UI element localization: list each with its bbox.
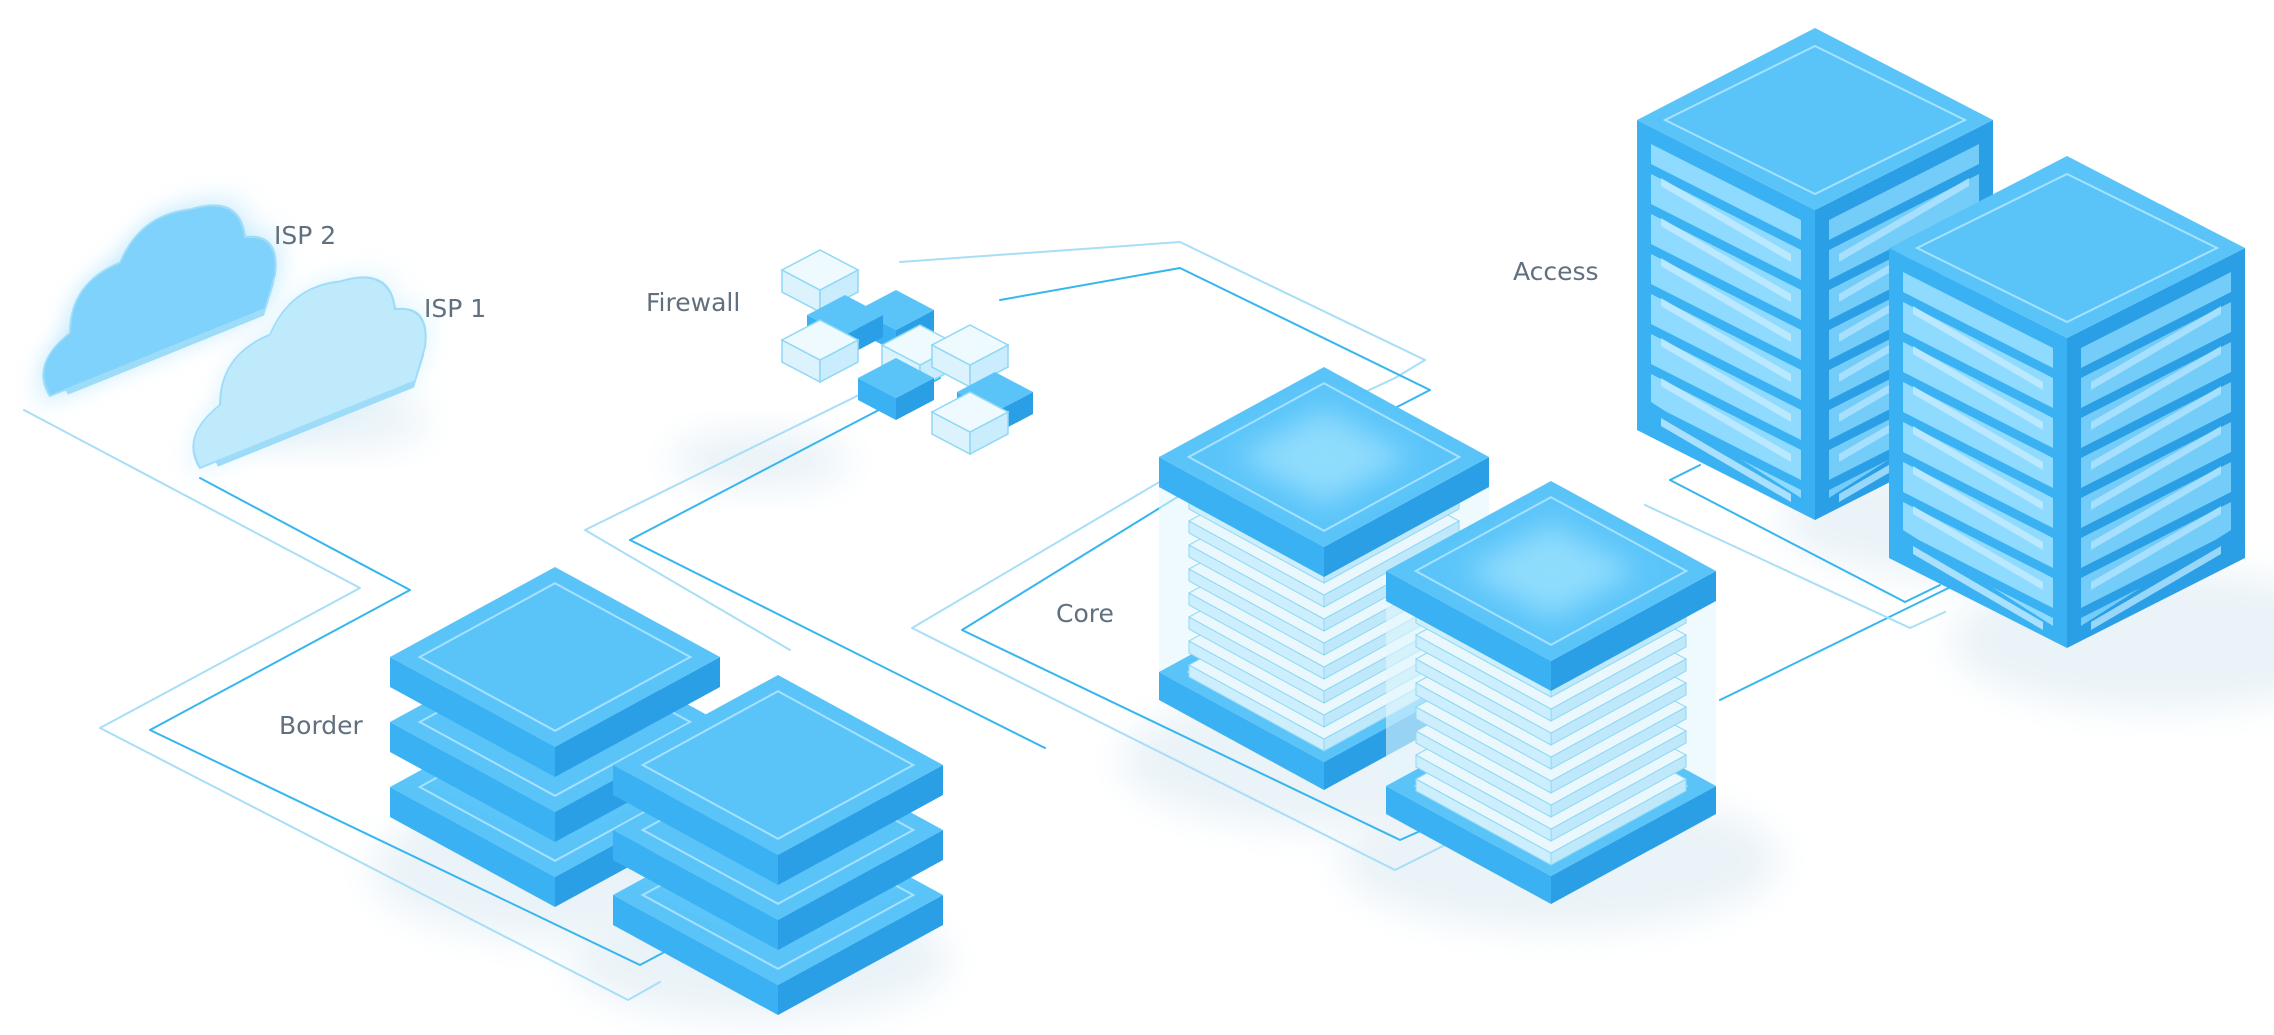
firewall-block (858, 358, 934, 420)
rack-shelf (2081, 332, 2231, 418)
rack-shelf (1651, 284, 1801, 370)
floor-shadow (670, 430, 850, 490)
rack-shelf (1829, 164, 1979, 250)
label-isp2: ISP 2 (274, 221, 337, 250)
firewall-block-ghost (930, 324, 1010, 389)
rack-shelf (2081, 452, 2231, 538)
link-border-firewall (629, 377, 1046, 749)
rack-shelf (2081, 372, 2231, 458)
firewall-device (780, 249, 1033, 456)
rack-shelf (1651, 324, 1801, 410)
link-core-loop-outer (911, 457, 1446, 871)
switch-top (1386, 481, 1716, 691)
rack-shelf (1903, 492, 2053, 578)
firewall-block-ghost (780, 319, 860, 384)
rack-shelf (1903, 532, 2053, 618)
link-border-firewall-outer (584, 359, 931, 651)
rack-shelf (1651, 164, 1801, 250)
rack-shelf (1651, 204, 1801, 290)
link-access-loop (1669, 464, 1941, 603)
isp-clouds (42, 204, 427, 470)
link-isp1-border (149, 477, 673, 966)
rack-shelf (2081, 532, 2231, 618)
rack-shelf (1903, 292, 2053, 378)
border-router-2 (613, 675, 943, 1015)
core-switch-2 (1386, 481, 1716, 904)
rack-shelf (1903, 452, 2053, 538)
access-rack-2 (1889, 156, 2245, 648)
rack-shelf (2081, 412, 2231, 498)
network-devices (390, 28, 2245, 1015)
rack-shelf (1651, 364, 1801, 450)
link-isp2-border (23, 409, 661, 1001)
isp1-cloud (192, 276, 427, 470)
label-access: Access (1513, 257, 1599, 286)
rack-shelf (2081, 492, 2231, 578)
firewall-block-ghost (930, 391, 1010, 456)
rack-shelf (1903, 372, 2053, 458)
router-layer-top (390, 567, 720, 777)
link-access-loop-outer (1644, 504, 1946, 629)
rack-shelf (2081, 292, 2231, 378)
switch-top (1159, 367, 1489, 577)
label-isp1: ISP 1 (424, 294, 487, 323)
rack-shelf (1903, 332, 2053, 418)
rack-shelf (1903, 412, 2053, 498)
link-firewall-core (999, 267, 1431, 409)
label-border: Border (279, 711, 363, 740)
isp2-cloud (42, 204, 277, 398)
router-layer-top (613, 675, 943, 885)
label-firewall: Firewall (646, 288, 741, 317)
label-core: Core (1056, 599, 1114, 628)
link-core-access (1719, 574, 1976, 701)
rack-shelf (1651, 404, 1801, 490)
firewall-block-ghost (780, 249, 860, 314)
rack-shelf (1651, 244, 1801, 330)
